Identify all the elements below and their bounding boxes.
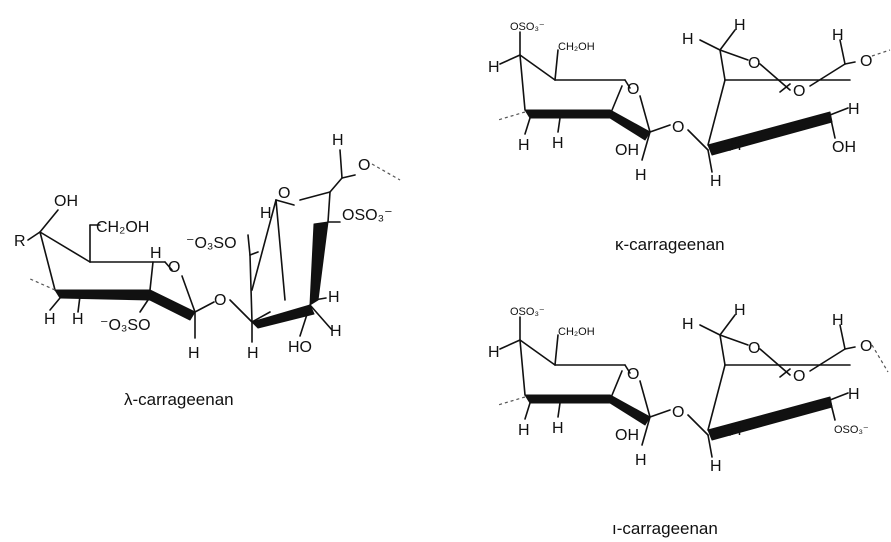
kappa-o-end: O <box>860 53 872 70</box>
iota-h-c: H <box>552 420 564 437</box>
lambda-h-g: H <box>332 132 344 149</box>
kappa-h-d: H <box>635 167 647 184</box>
kappa-o-link: O <box>672 119 684 136</box>
iota-o-end: O <box>860 338 872 355</box>
iota-ring-1 <box>497 316 671 446</box>
lambda-h-h: H <box>328 289 340 306</box>
lambda-ring-1 <box>27 209 215 339</box>
iota-ch2oh: CH₂OH <box>558 326 595 338</box>
lambda-h-b: H <box>44 311 56 328</box>
iota-o-ring2: O <box>793 368 805 385</box>
iota-h-b: H <box>518 422 530 439</box>
iota-o-ring1: O <box>627 366 639 383</box>
lambda-o-end: O <box>358 157 370 174</box>
iota-h-h: H <box>832 312 844 329</box>
lambda-ring-2 <box>229 149 401 343</box>
lambda-oh-top: OH <box>54 193 78 210</box>
kappa-h-i: H <box>848 101 860 118</box>
lambda-carrageenan-structure: OH R CH₂OH H O ⁻O₃SO H H H O <box>14 132 401 409</box>
iota-h-f: H <box>682 316 694 333</box>
lambda-h-e: H <box>247 345 259 362</box>
lambda-ch2oh: CH₂OH <box>96 219 149 236</box>
kappa-ring-2 <box>687 29 891 173</box>
kappa-oh-right: OH <box>832 139 856 156</box>
iota-h-a: H <box>488 344 500 361</box>
iota-oh: OH <box>615 427 639 444</box>
kappa-h-c: H <box>552 135 564 152</box>
iota-carrageenan-structure: OSO₃⁻ CH₂OH H O H H OH H O <box>488 302 889 538</box>
kappa-ring-1 <box>497 31 671 161</box>
lambda-h-i: H <box>330 323 342 340</box>
kappa-o-ring2: O <box>793 83 805 100</box>
iota-o-link: O <box>672 404 684 421</box>
lambda-r-label: R <box>14 233 26 250</box>
kappa-h-e: H <box>710 173 722 190</box>
iota-h-d: H <box>635 452 647 469</box>
lambda-o-link: O <box>214 292 226 309</box>
lambda-o3so-left: ⁻O₃SO <box>100 317 151 334</box>
lambda-oso3: OSO₃⁻ <box>342 207 393 224</box>
lambda-h-d: H <box>188 345 200 362</box>
lambda-caption: λ-carrageenan <box>124 390 234 409</box>
kappa-h-j: H <box>730 137 742 154</box>
kappa-ch2oh: CH₂OH <box>558 41 595 53</box>
kappa-o-bridge: O <box>748 55 760 72</box>
iota-oso3-right: OSO₃⁻ <box>834 424 869 436</box>
lambda-h-f: H <box>260 205 272 222</box>
iota-h-i: H <box>848 386 860 403</box>
iota-ring-2 <box>687 314 889 458</box>
kappa-carrageenan-structure: OSO₃⁻ CH₂OH H O H H OH H O <box>488 17 891 254</box>
kappa-o-ring1: O <box>627 81 639 98</box>
lambda-o3so-right: ⁻O₃SO <box>186 235 237 252</box>
iota-h-j: H <box>730 422 742 439</box>
lambda-h-c: H <box>72 311 84 328</box>
iota-oso3-top: OSO₃⁻ <box>510 306 545 318</box>
kappa-caption: κ-carrageenan <box>615 235 725 254</box>
lambda-oh-bottom: HO <box>288 339 312 356</box>
lambda-o-ring2: O <box>278 185 290 202</box>
lambda-h-a: H <box>150 245 162 262</box>
kappa-h-g: H <box>734 17 746 34</box>
kappa-h-b: H <box>518 137 530 154</box>
kappa-h-a: H <box>488 59 500 76</box>
lambda-o-ring1: O <box>168 259 180 276</box>
kappa-h-f: H <box>682 31 694 48</box>
iota-h-e: H <box>710 458 722 475</box>
iota-o-bridge: O <box>748 340 760 357</box>
iota-caption: ı-carrageenan <box>612 519 718 538</box>
kappa-oh: OH <box>615 142 639 159</box>
iota-h-g: H <box>734 302 746 319</box>
kappa-h-h: H <box>832 27 844 44</box>
kappa-oso3-top: OSO₃⁻ <box>510 21 545 33</box>
